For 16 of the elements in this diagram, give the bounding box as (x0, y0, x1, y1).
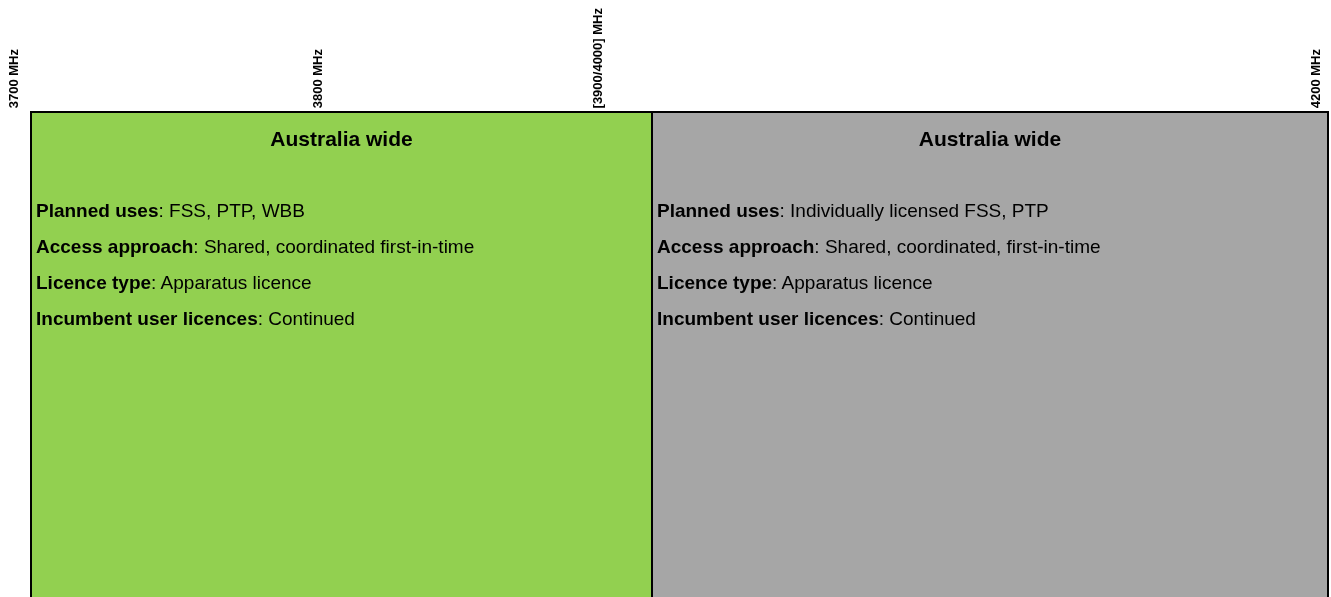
band-detail: Licence type: Apparatus licence (656, 270, 934, 295)
frequency-label: [3900/4000] MHz (590, 7, 606, 108)
band-detail: Licence type: Apparatus licence (35, 270, 313, 295)
frequency-label: 3700 MHz (6, 48, 22, 108)
band-box (651, 111, 1329, 597)
band-detail: Access approach: Shared, coordinated, first-in-time (656, 234, 1102, 259)
band-box (30, 111, 653, 597)
band-detail: Planned uses: Individually licensed FSS, PTP (656, 198, 1050, 223)
band-detail: Incumbent user licences: Continued (656, 306, 977, 331)
band-detail: Incumbent user licences: Continued (35, 306, 356, 331)
band-detail: Planned uses: FSS, PTP, WBB (35, 198, 306, 223)
frequency-label: 4200 MHz (1308, 48, 1324, 108)
band-heading: Australia wide (917, 126, 1063, 152)
band-heading: Australia wide (269, 126, 414, 152)
frequency-label: 3800 MHz (310, 48, 326, 108)
band-detail: Access approach: Shared, coordinated first-in-time (35, 234, 476, 259)
